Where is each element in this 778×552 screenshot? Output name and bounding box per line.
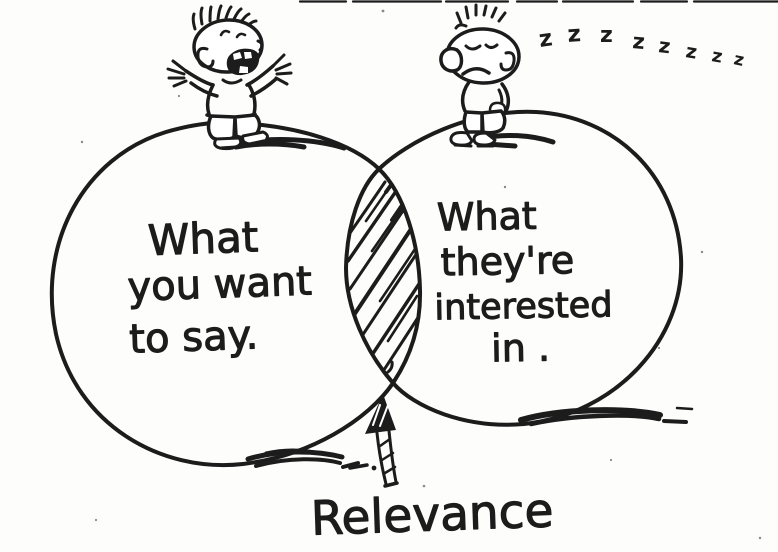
left-label-line-3: to say.: [129, 312, 259, 362]
venn-right-circle: [344, 109, 684, 427]
relevance-arrow: [341, 394, 399, 488]
torso: [460, 80, 511, 113]
relevance-label: Relevance: [310, 483, 554, 546]
stray-dot: [371, 465, 377, 471]
shaft-end: [383, 481, 399, 488]
left-label-line-2: you want: [127, 258, 313, 310]
torso: [205, 83, 257, 121]
excited-speaker-figure: [166, 4, 347, 151]
right-circle-label: What they're interested in .: [434, 193, 614, 371]
hair: [454, 3, 507, 30]
right-ground-shading: [518, 406, 694, 427]
ear-right: [499, 51, 516, 72]
arms: [184, 64, 278, 98]
sleep-z: z: [632, 29, 646, 54]
shaft-hatch: [378, 437, 397, 475]
shoes: [449, 131, 497, 147]
right-label-line-4: in .: [491, 325, 551, 370]
closed-eyes: [464, 43, 499, 51]
sleeping-listener-figure: [439, 3, 556, 149]
big-nose: [439, 47, 464, 73]
right-label-line-2: they're: [440, 238, 574, 284]
hair: [191, 4, 258, 31]
sleep-z: z: [657, 33, 671, 58]
collar: [221, 78, 243, 85]
sleep-zs: z z z z z z z z: [537, 21, 746, 71]
left-label-line-1: What: [147, 212, 259, 265]
eyes: [219, 29, 247, 39]
left-ground-shading: [245, 448, 369, 470]
arrow-shaft: [375, 429, 398, 486]
sleep-z: z: [684, 40, 698, 63]
shorts: [206, 113, 262, 142]
hands: [166, 53, 293, 88]
nose: [256, 39, 264, 52]
left-circle-label: What you want to say.: [126, 212, 313, 364]
right-label-line-3: interested: [434, 285, 613, 328]
teeth: [233, 52, 252, 73]
sleep-z: z: [600, 23, 613, 48]
sleep-z: z: [537, 25, 554, 53]
shoe-soles: [453, 143, 495, 148]
frown-mouth: [461, 67, 491, 76]
ear-left: [196, 46, 215, 69]
paper-speckles: [80, 9, 762, 540]
sleep-z: z: [732, 49, 746, 71]
right-label-line-1: What: [437, 194, 538, 240]
sleep-z: z: [567, 21, 582, 48]
stray-dash: [341, 461, 360, 469]
up-arrow-icon: [365, 394, 396, 434]
arrowhead-highlight: [372, 404, 389, 427]
sleep-z: z: [710, 45, 724, 68]
shoe-soles: [220, 139, 266, 150]
shorts: [462, 109, 507, 135]
